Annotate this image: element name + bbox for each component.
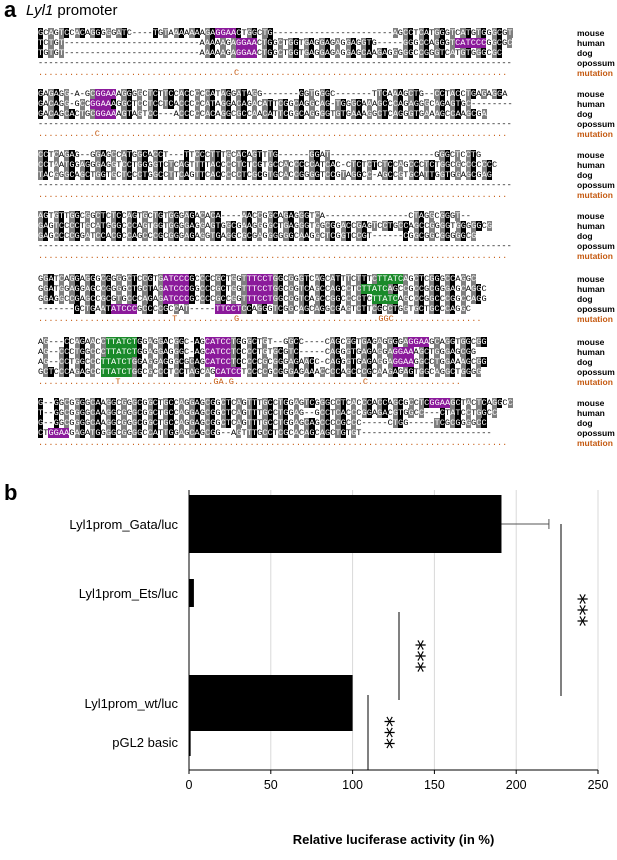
species-label-human: human — [577, 99, 605, 109]
species-label-mouse: mouse — [577, 274, 605, 284]
panel-a-title: Lyl1 promoter — [26, 2, 117, 19]
sequence-row-dog: GACAGCACTGCGGAAAGTAGTCC---ACCCCCACAGGCGC… — [38, 109, 487, 119]
species-label-opossum: opossum — [577, 180, 615, 190]
species-label-human: human — [577, 408, 605, 418]
species-label-dog: dog — [577, 231, 593, 241]
x-tick-label: 250 — [588, 778, 609, 792]
sequence-row-human: AG--CCCTGGCCCTTATCTGGAGGAGGGC-AGCATCCTCC… — [38, 347, 477, 357]
sequence-row-mouse: GGATCAGGAGGGCGGGGCTCCGTGATCCCGCCCCGCTGGT… — [38, 274, 477, 284]
species-label-mouse: mouse — [577, 398, 605, 408]
category-label: Lyl1prom_wt/luc — [85, 696, 179, 711]
bar — [189, 579, 194, 607]
gene-name: Lyl1 — [26, 2, 54, 19]
species-label-dog: dog — [577, 170, 593, 180]
title-suffix: promoter — [53, 2, 118, 19]
sequence-row-mouse: GCAGTCCACAGGGGGATC----TGTAAAAAAAGAGGAACT… — [38, 28, 513, 38]
species-label-opossum: opossum — [577, 304, 615, 314]
species-label-mouse: mouse — [577, 150, 605, 160]
mutation-row: ......................................C.… — [38, 68, 508, 78]
sequence-row-mouse: GAGAGG-A-GCGGAAAGGGGCTCTTCCACCCCCATAGGAT… — [38, 89, 508, 99]
x-tick-label: 100 — [342, 778, 363, 792]
species-label-mouse: mouse — [577, 337, 605, 347]
species-label-mouse: mouse — [577, 211, 605, 221]
species-label-opossum: opossum — [577, 367, 615, 377]
category-label: Lyl1prom_Gata/luc — [69, 517, 178, 532]
species-label-mutation: mutation — [577, 251, 613, 261]
species-label-opossum: opossum — [577, 58, 615, 68]
species-label-human: human — [577, 284, 605, 294]
species-label-mutation: mutation — [577, 129, 613, 139]
x-tick-label: 150 — [424, 778, 445, 792]
species-label-human: human — [577, 221, 605, 231]
sequence-row-dog: TACGGGCAGCTGGTGCTCCCTGGCCTTCAGTTCACCCCCT… — [38, 170, 493, 180]
species-label-opossum: opossum — [577, 119, 615, 129]
sequence-row-mouse: AG---CCAGAACCTTATCTGGAGGACGGC-AGCATCCTGG… — [38, 337, 487, 347]
sequence-row-human: CCTAATGGAGGGAGGTCCTGGGGTCTCAGTTTTACCCCTC… — [38, 160, 498, 170]
sequence-row-dog: G--GGCGGGGCAAGGCGGGCGGCTGCCAGGAGCGGCTCAG… — [38, 418, 487, 428]
species-label-mutation: mutation — [577, 438, 613, 448]
sequence-row-human: GAGTCCCCTGCATGGGCCCAGTGGTGGGGAGGAGTGGCGA… — [38, 221, 493, 231]
sequence-row-mouse: AGTGTTGGCGGCTCTCCAGTGCTGTGGGAGACACA----A… — [38, 211, 471, 221]
species-label-human: human — [577, 160, 605, 170]
species-label-dog: dog — [577, 357, 593, 367]
sequence-row-human: TCTGT--------------------------AAAAAGAGG… — [38, 38, 513, 48]
sequence-row-mouse: CCTCAGAG--GGAGCCATGGCACCT---TTCCCTTTGCAC… — [38, 150, 482, 160]
sequence-row-dog: GGAGGCCGAGCCGCGTGCCCAGAGATCCCGCCCCGCCGGT… — [38, 294, 487, 304]
species-label-dog: dog — [577, 294, 593, 304]
species-label-dog: dog — [577, 48, 593, 58]
significance-label: *** — [403, 640, 428, 673]
x-tick-label: 0 — [186, 778, 193, 792]
panel-a-label: a — [4, 0, 17, 22]
sequence-row-dog: GAGCCCCGGATCCACGCCAGCCCGCGGGAGAGGTGAGGCG… — [38, 231, 477, 241]
significance-label: *** — [565, 594, 590, 627]
species-label-dog: dog — [577, 109, 593, 119]
mutation-row: ...............T..................GA.G..… — [38, 377, 461, 387]
sequence-row-dog: AG--CCTGGCCCTTATCTGGAGGAGGGCGCAGCATCCTCC… — [38, 357, 487, 367]
sequence-row-opossum: ----------------------------------------… — [38, 180, 512, 190]
species-label-human: human — [577, 38, 605, 48]
mutation-row: ........................................… — [38, 190, 508, 200]
sequence-row-opossum: -------GCTGAATATCCCGCCCCGCCAT-----TTCCTC… — [38, 304, 471, 314]
sequence-row-dog: TGTGT--------------------------AAAAAGAGG… — [38, 48, 503, 58]
species-label-mutation: mutation — [577, 68, 613, 78]
species-label-mutation: mutation — [577, 190, 613, 200]
bar — [189, 495, 502, 553]
species-label-mutation: mutation — [577, 377, 613, 387]
sequence-row-opossum: ----------------------------------------… — [38, 241, 512, 251]
sequence-row-human: GACAGG-GCCGGAAAGGCTCCTCCTCACCCCCATAGGACA… — [38, 99, 513, 109]
species-label-dog: dog — [577, 418, 593, 428]
mutation-row: ..........................T...........G.… — [38, 314, 482, 324]
species-label-mouse: mouse — [577, 89, 605, 99]
sequence-row-human: T--GGCGGGGCAAGGCGGGCGGCTGCCAGGAGCGGCTCAG… — [38, 408, 498, 418]
x-tick-label: 50 — [264, 778, 278, 792]
mutation-row: ........................................… — [38, 251, 508, 261]
bar — [189, 675, 353, 731]
category-label: Lyl1prom_Ets/luc — [79, 586, 179, 601]
x-tick-label: 200 — [506, 778, 527, 792]
species-label-opossum: opossum — [577, 428, 615, 438]
category-label: pGL2 basic — [112, 735, 178, 750]
sequence-row-opossum: CTGGAAGAGATGGGGCGGGGCCATTGGAGCAGCGG--AGT… — [38, 428, 492, 438]
species-label-mutation: mutation — [577, 314, 613, 324]
luciferase-bar-chart: 0 50 100 150 200 250 Lyl1prom_Gata/lucLyl1prom… — [69, 490, 609, 847]
species-label-opossum: opossum — [577, 241, 615, 251]
species-label-mouse: mouse — [577, 28, 605, 38]
x-axis-title: Relative luciferase activity (in %) — [293, 832, 495, 847]
bar — [189, 728, 191, 756]
sequence-row-human: GGATGGAGGAGCCGGGGCTGCTAGATCCCGGCCCGCTGGT… — [38, 284, 487, 294]
species-label-human: human — [577, 347, 605, 357]
sequence-row-opossum: ----------------------------------------… — [38, 119, 512, 129]
sequence-row-opossum: ----------------------------------------… — [38, 58, 512, 68]
significance-label: *** — [372, 716, 397, 749]
mutation-row: ........................................… — [38, 438, 508, 448]
sequence-row-opossum: GCTCCCAGAGCCTTATCTGGCGCCCTCCTAGCAGCATCCT… — [38, 367, 482, 377]
sequence-row-mouse: G--GGCGGGGCAAGGCGGGCGGCTGCCAGGAGCGGCTCAG… — [38, 398, 513, 408]
mutation-row: ...........C............................… — [38, 129, 508, 139]
panel-b-label: b — [4, 480, 18, 505]
